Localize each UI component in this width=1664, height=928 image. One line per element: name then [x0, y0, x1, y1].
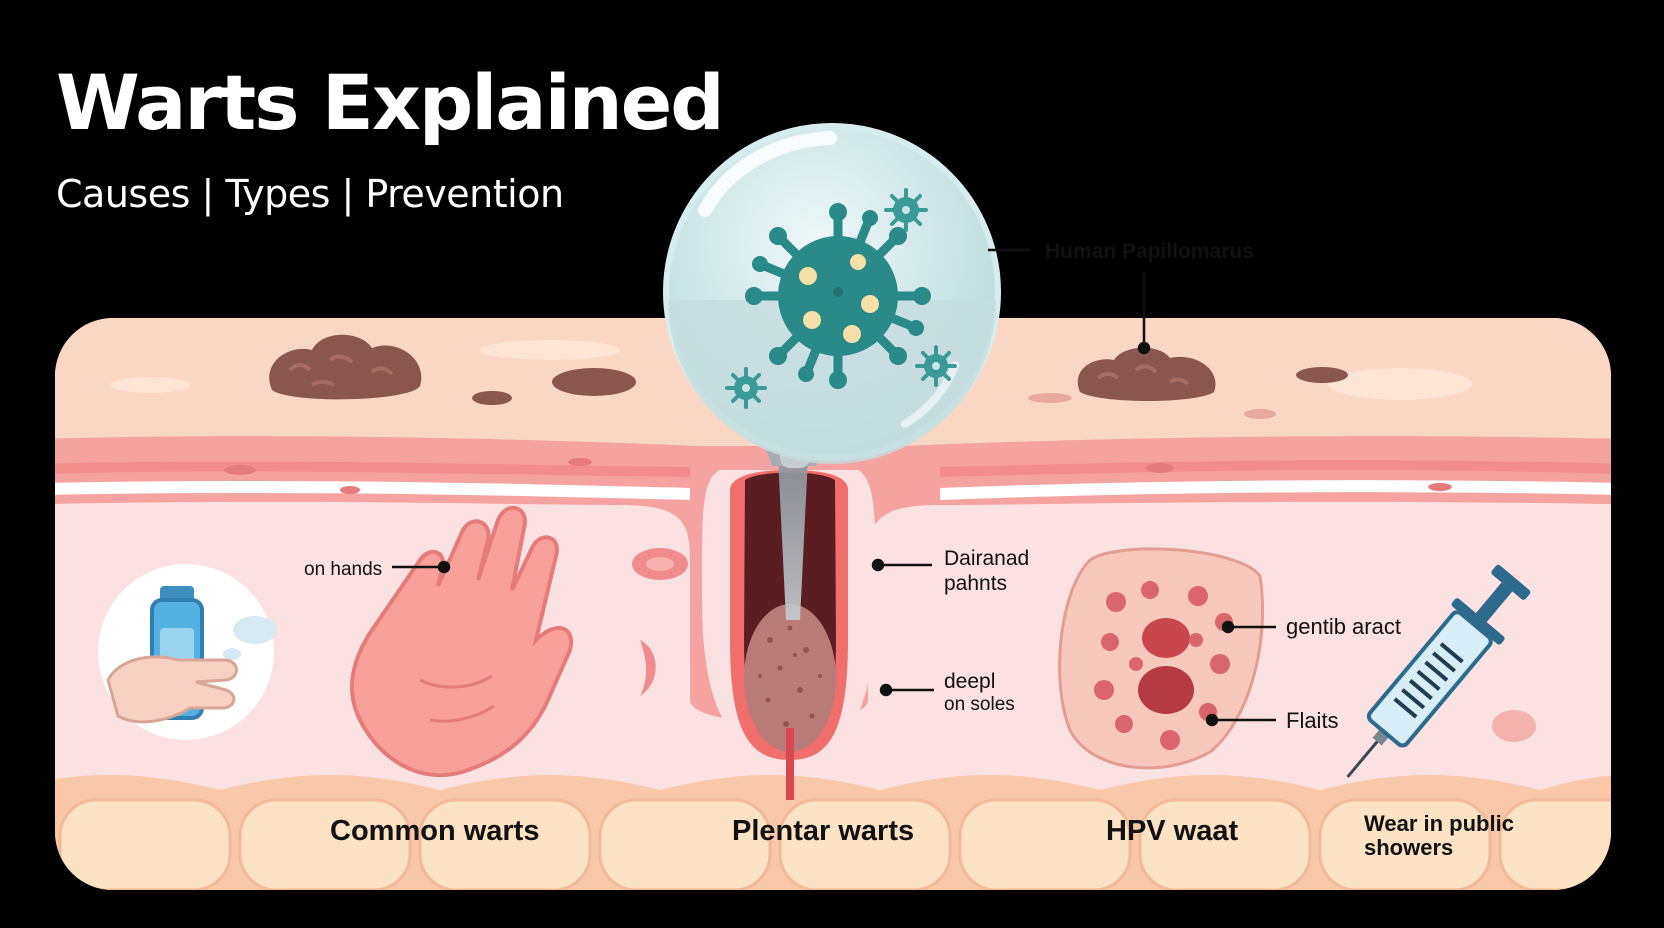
sanitizer-icon: [98, 564, 277, 740]
virus-icon: [915, 345, 957, 387]
label-dairanad: Dairanad: [944, 547, 1029, 570]
section-plantar-warts: Plentar warts: [732, 815, 914, 847]
leader-lines: [392, 248, 1276, 727]
wart-icon: [1077, 347, 1216, 401]
label-pahnts: pahnts: [944, 572, 1007, 595]
label-flaits: Flaits: [1286, 708, 1339, 733]
label-on-hands: on hands: [304, 559, 382, 580]
wart-icon: [269, 334, 422, 400]
hand-icon: [349, 505, 574, 778]
tissue-cell: [1492, 710, 1536, 742]
section-common-warts: Common warts: [330, 815, 539, 847]
wart-spot: [552, 368, 636, 396]
section-wear-line2: showers: [1364, 835, 1453, 860]
section-hpv-wart: HPV waat: [1106, 815, 1238, 847]
syringe-icon: [1346, 564, 1531, 778]
label-gentib: gentib aract: [1286, 614, 1401, 639]
virus-icon: [725, 367, 767, 409]
virus-label: Human Papillomarus: [1045, 240, 1254, 263]
section-wear-line1: Wear in public: [1364, 811, 1514, 836]
wart-spot: [472, 391, 512, 405]
wart-icon: [1058, 547, 1264, 770]
wart-spot: [1296, 367, 1348, 383]
label-on-soles: on soles: [944, 694, 1015, 715]
virus-icon: [884, 188, 928, 232]
page-title: Warts Explained: [56, 58, 725, 147]
label-deepl: deepl: [944, 670, 995, 693]
plantar-wart-pocket: [701, 416, 876, 800]
tissue-cell: [640, 640, 656, 696]
page-subtitle: Causes | Types | Prevention: [56, 172, 564, 216]
virus-icon: [745, 203, 931, 389]
